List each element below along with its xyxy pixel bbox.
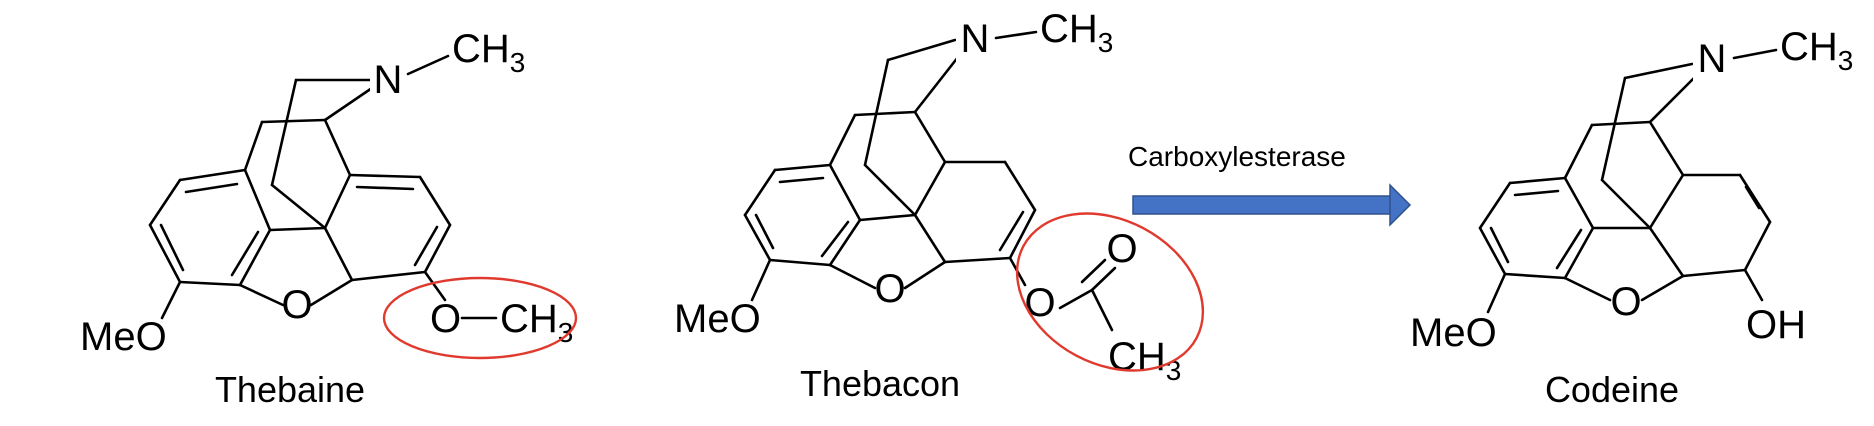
ester-oxygen-label: O xyxy=(1024,281,1055,325)
codeine-structure: N CH3 O MeO OH Codeine xyxy=(1410,25,1853,410)
highlight-ellipse-thebacon xyxy=(1015,212,1205,372)
thebaine-structure: N CH3 O MeO O CH3 Thebaine xyxy=(80,27,578,410)
thebacon-structure: N CH3 O MeO O O CH3 Thebacon xyxy=(674,7,1205,404)
nitrogen-label: N xyxy=(1698,37,1727,81)
n-methyl-label: CH3 xyxy=(452,27,525,78)
thebacon-caption: Thebacon xyxy=(800,363,960,404)
methoxy-label: MeO xyxy=(80,315,167,359)
nitrogen-label: N xyxy=(961,17,990,61)
carbonyl-oxygen-label: O xyxy=(1106,227,1137,271)
substituent-oxygen-label: O xyxy=(430,297,461,341)
methoxy-label: MeO xyxy=(674,297,761,341)
n-methyl-label: CH3 xyxy=(1040,7,1113,58)
enzyme-label: Carboxylesterase xyxy=(1128,141,1346,172)
codeine-caption: Codeine xyxy=(1545,369,1679,410)
methoxy-label: MeO xyxy=(1410,311,1497,355)
nitrogen-label: N xyxy=(374,58,403,102)
substituent-methyl-label: CH3 xyxy=(500,297,573,348)
acetyl-methyl-label: CH3 xyxy=(1108,335,1181,386)
bridge-oxygen-label: O xyxy=(874,267,905,311)
bridge-oxygen-label: O xyxy=(281,283,312,327)
arrow-shaft xyxy=(1132,195,1392,215)
reaction-arrow: Carboxylesterase xyxy=(1128,141,1412,227)
n-methyl-label: CH3 xyxy=(1780,25,1853,76)
hydroxyl-label: OH xyxy=(1746,303,1806,347)
arrow-head xyxy=(1389,183,1412,227)
bridge-oxygen-label: O xyxy=(1610,280,1641,324)
highlight-ellipse-thebaine xyxy=(382,276,578,360)
thebaine-caption: Thebaine xyxy=(215,369,365,410)
